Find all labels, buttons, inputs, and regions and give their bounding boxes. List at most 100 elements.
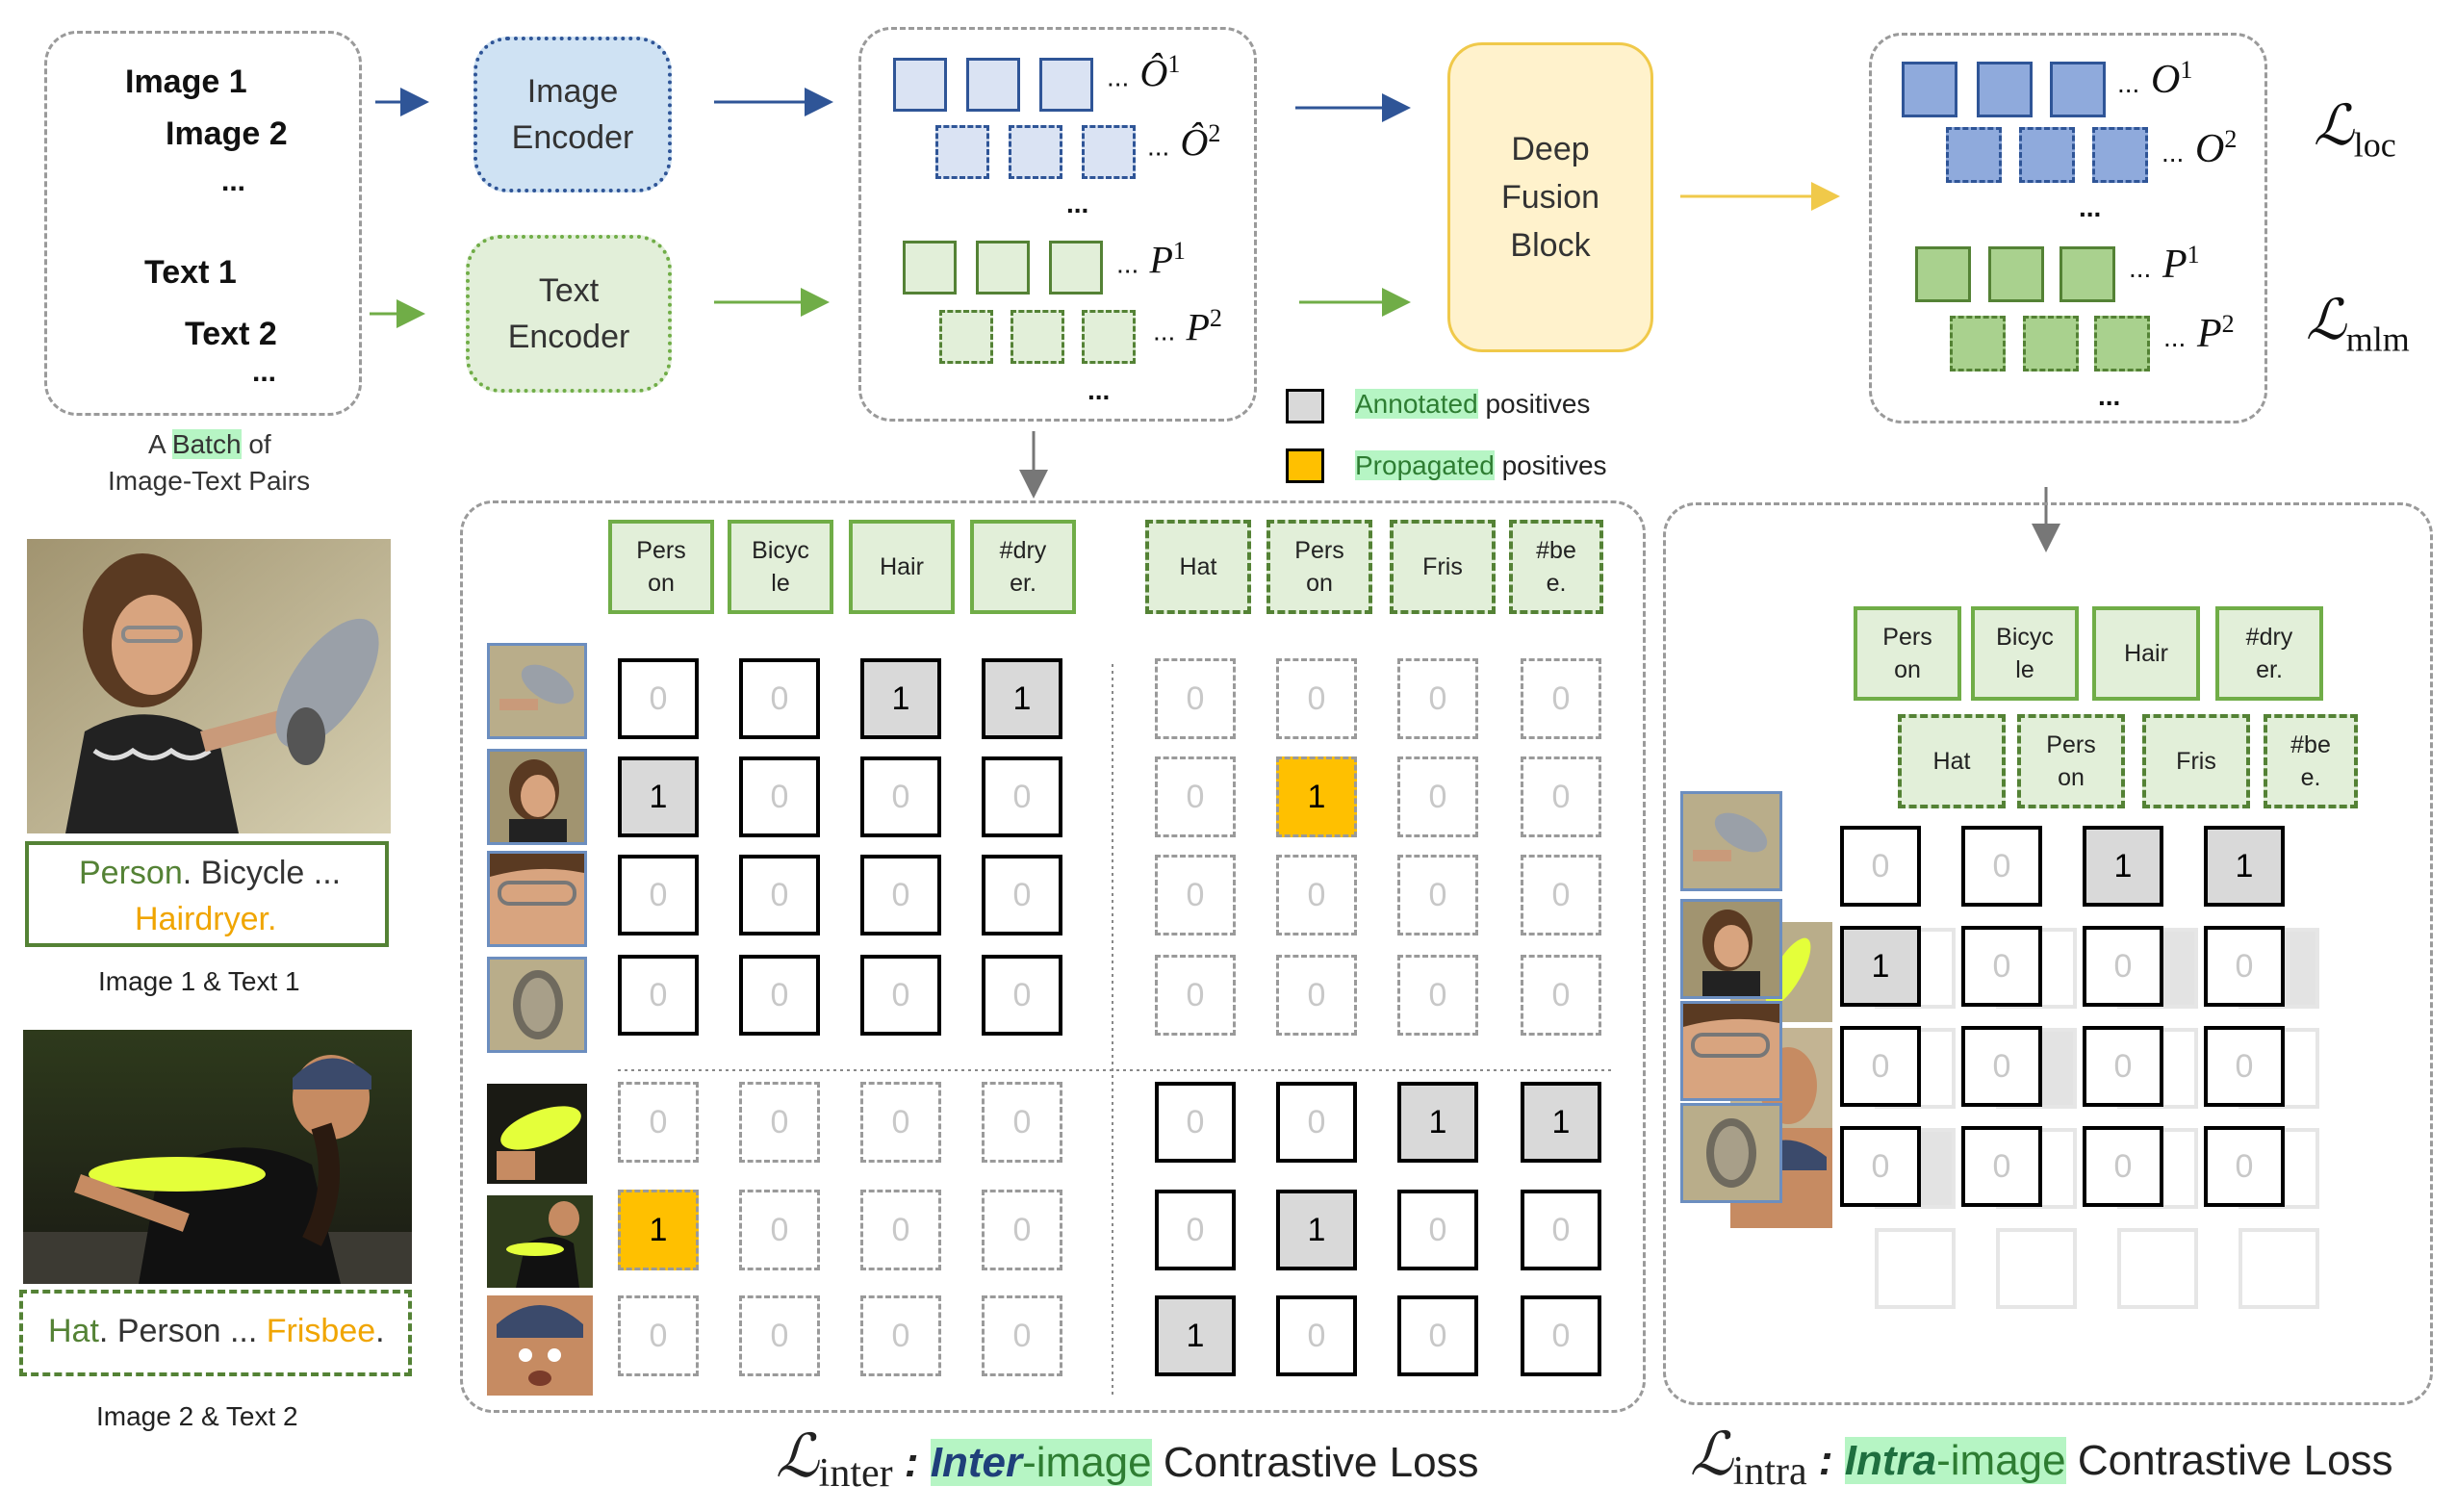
encoder-features-box bbox=[858, 27, 1257, 422]
fused-o2-3 bbox=[2092, 127, 2148, 183]
script-l: ℒ bbox=[2314, 94, 2354, 157]
inter-cell-r3-c3: 0 bbox=[860, 855, 941, 935]
example-2-caption: Image 2 & Text 2 bbox=[96, 1401, 298, 1431]
intra-ghost-cell-r4-c1 bbox=[1875, 1228, 1956, 1309]
features-dots-1: ... bbox=[1066, 189, 1089, 218]
word-bicycle: . Bicycle ... bbox=[182, 855, 342, 891]
fused-o1-1 bbox=[1902, 62, 1957, 117]
dots: ... bbox=[2117, 68, 2140, 98]
feature-o2-2 bbox=[1009, 125, 1062, 179]
fused-p2-2 bbox=[2023, 316, 2079, 372]
inter-cell-r5-c7: 1 bbox=[1397, 1082, 1478, 1163]
batch-text-2: Text 2 bbox=[185, 316, 277, 352]
p-symbol: P bbox=[1186, 305, 1210, 349]
o-hat-symbol: Ô bbox=[1139, 51, 1168, 95]
intra-region-thumb-3 bbox=[1680, 1001, 1782, 1101]
inter-token-6: Pers on bbox=[1266, 520, 1372, 614]
fused-p1-1 bbox=[1915, 246, 1971, 302]
image-word: -image bbox=[1936, 1437, 2066, 1484]
intra-token-5: Hat bbox=[1898, 714, 2006, 808]
inter-cell-r4-c2: 0 bbox=[739, 955, 820, 1036]
p-1-label: ... P1 bbox=[2129, 241, 2200, 288]
intra-region-thumb-1 bbox=[1680, 791, 1782, 891]
o-hat-symbol: Ô bbox=[1180, 120, 1209, 165]
subscript-inter: inter bbox=[818, 1450, 893, 1496]
inter-cell-r1-c3: 1 bbox=[860, 658, 941, 739]
inter-cell-r3-c2: 0 bbox=[739, 855, 820, 935]
dots: ... bbox=[1107, 62, 1130, 92]
inter-cell-r7-c2: 0 bbox=[739, 1295, 820, 1376]
legend-propagated: Propagated positives bbox=[1355, 450, 1607, 481]
inter-region-thumb-4 bbox=[487, 957, 587, 1053]
sup: 1 bbox=[2180, 56, 2193, 84]
intra-cell-r4-c1: 0 bbox=[1840, 1126, 1921, 1207]
feature-o2-3 bbox=[1082, 125, 1136, 179]
inter-panel bbox=[460, 500, 1646, 1413]
feature-o1-2 bbox=[966, 58, 1020, 112]
dots: ... bbox=[1147, 131, 1170, 162]
intra-cell-r1-c4: 1 bbox=[2204, 826, 2285, 907]
p-symbol: P bbox=[2197, 312, 2222, 356]
intra-token-2: Bicyc le bbox=[1971, 606, 2079, 701]
inter-cell-r1-c5: 0 bbox=[1155, 658, 1236, 739]
inter-token-1: Pers on bbox=[608, 520, 714, 614]
inter-cell-r4-c8: 0 bbox=[1521, 955, 1601, 1036]
intra-loss-title: ℒintra : Intra-image Contrastive Loss bbox=[1690, 1419, 2393, 1495]
inter-cell-r6-c1: 1 bbox=[618, 1190, 699, 1270]
intra-token-1: Pers on bbox=[1854, 606, 1961, 701]
inter-cell-r3-c6: 0 bbox=[1276, 855, 1357, 935]
inter-cell-r6-c7: 0 bbox=[1397, 1190, 1478, 1270]
inter-cell-r4-c3: 0 bbox=[860, 955, 941, 1036]
feature-p1-3 bbox=[1049, 241, 1103, 295]
dot: . bbox=[375, 1313, 385, 1349]
inter-cell-r7-c1: 0 bbox=[618, 1295, 699, 1376]
fused-p1-3 bbox=[2059, 246, 2115, 302]
example-1-caption-box bbox=[25, 841, 389, 947]
inter-cell-r2-c5: 0 bbox=[1155, 756, 1236, 837]
fused-dots-1: ... bbox=[2079, 192, 2102, 222]
legend-annotated: Annotated positives bbox=[1355, 389, 1590, 420]
sup: 2 bbox=[1209, 304, 1222, 332]
intra-cell-r3-c1: 0 bbox=[1840, 1026, 1921, 1107]
example-2-caption-box bbox=[19, 1290, 412, 1376]
propagated-word: Propagated bbox=[1355, 450, 1495, 480]
inter-cell-r1-c4: 1 bbox=[982, 658, 1062, 739]
inter-cell-r2-c7: 0 bbox=[1397, 756, 1478, 837]
intra-token-4: #dry er. bbox=[2215, 606, 2323, 701]
sup: 2 bbox=[2221, 310, 2235, 338]
intra-cell-r2-c4: 0 bbox=[2204, 926, 2285, 1007]
inter-cell-r7-c3: 0 bbox=[860, 1295, 941, 1376]
inter-cell-r5-c2: 0 bbox=[739, 1082, 820, 1163]
batch-caption-line2: Image-Text Pairs bbox=[108, 466, 311, 496]
intra-cell-r1-c1: 0 bbox=[1840, 826, 1921, 907]
inter-token-2: Bicyc le bbox=[728, 520, 833, 614]
fused-features-box bbox=[1869, 33, 2267, 423]
intra-cell-r2-c2: 0 bbox=[1961, 926, 2042, 1007]
p-symbol: P bbox=[2162, 243, 2187, 287]
dots: ... bbox=[1116, 248, 1139, 279]
dots: ... bbox=[2163, 322, 2187, 352]
feature-o2-1 bbox=[935, 125, 989, 179]
intra-rest: Contrastive Loss bbox=[2065, 1437, 2393, 1484]
intra-cell-r4-c3: 0 bbox=[2083, 1126, 2163, 1207]
inter-token-5: Hat bbox=[1145, 520, 1251, 614]
inter-cell-r7-c5: 1 bbox=[1155, 1295, 1236, 1376]
inter-cell-r6-c8: 0 bbox=[1521, 1190, 1601, 1270]
intra-token-7: Fris bbox=[2142, 714, 2250, 808]
inter-cell-r5-c4: 0 bbox=[982, 1082, 1062, 1163]
fused-p2-1 bbox=[1950, 316, 2006, 372]
intra-cell-r2-c3: 0 bbox=[2083, 926, 2163, 1007]
intra-panel bbox=[1663, 502, 2433, 1405]
inter-cell-r5-c3: 0 bbox=[860, 1082, 941, 1163]
inter-token-3: Hair bbox=[849, 520, 955, 614]
inter-region-thumb-7 bbox=[487, 1295, 593, 1396]
inter-cell-r3-c1: 0 bbox=[618, 855, 699, 935]
inter-token-4: #dry er. bbox=[970, 520, 1076, 614]
inter-cell-r3-c7: 0 bbox=[1397, 855, 1478, 935]
text-encoder: Text Encoder bbox=[466, 235, 672, 393]
example-image-2 bbox=[23, 1030, 412, 1284]
sup: 2 bbox=[2224, 125, 2238, 153]
inter-cell-r7-c4: 0 bbox=[982, 1295, 1062, 1376]
propagated-rest: positives bbox=[1494, 450, 1607, 480]
intra-cell-r4-c4: 0 bbox=[2204, 1126, 2285, 1207]
